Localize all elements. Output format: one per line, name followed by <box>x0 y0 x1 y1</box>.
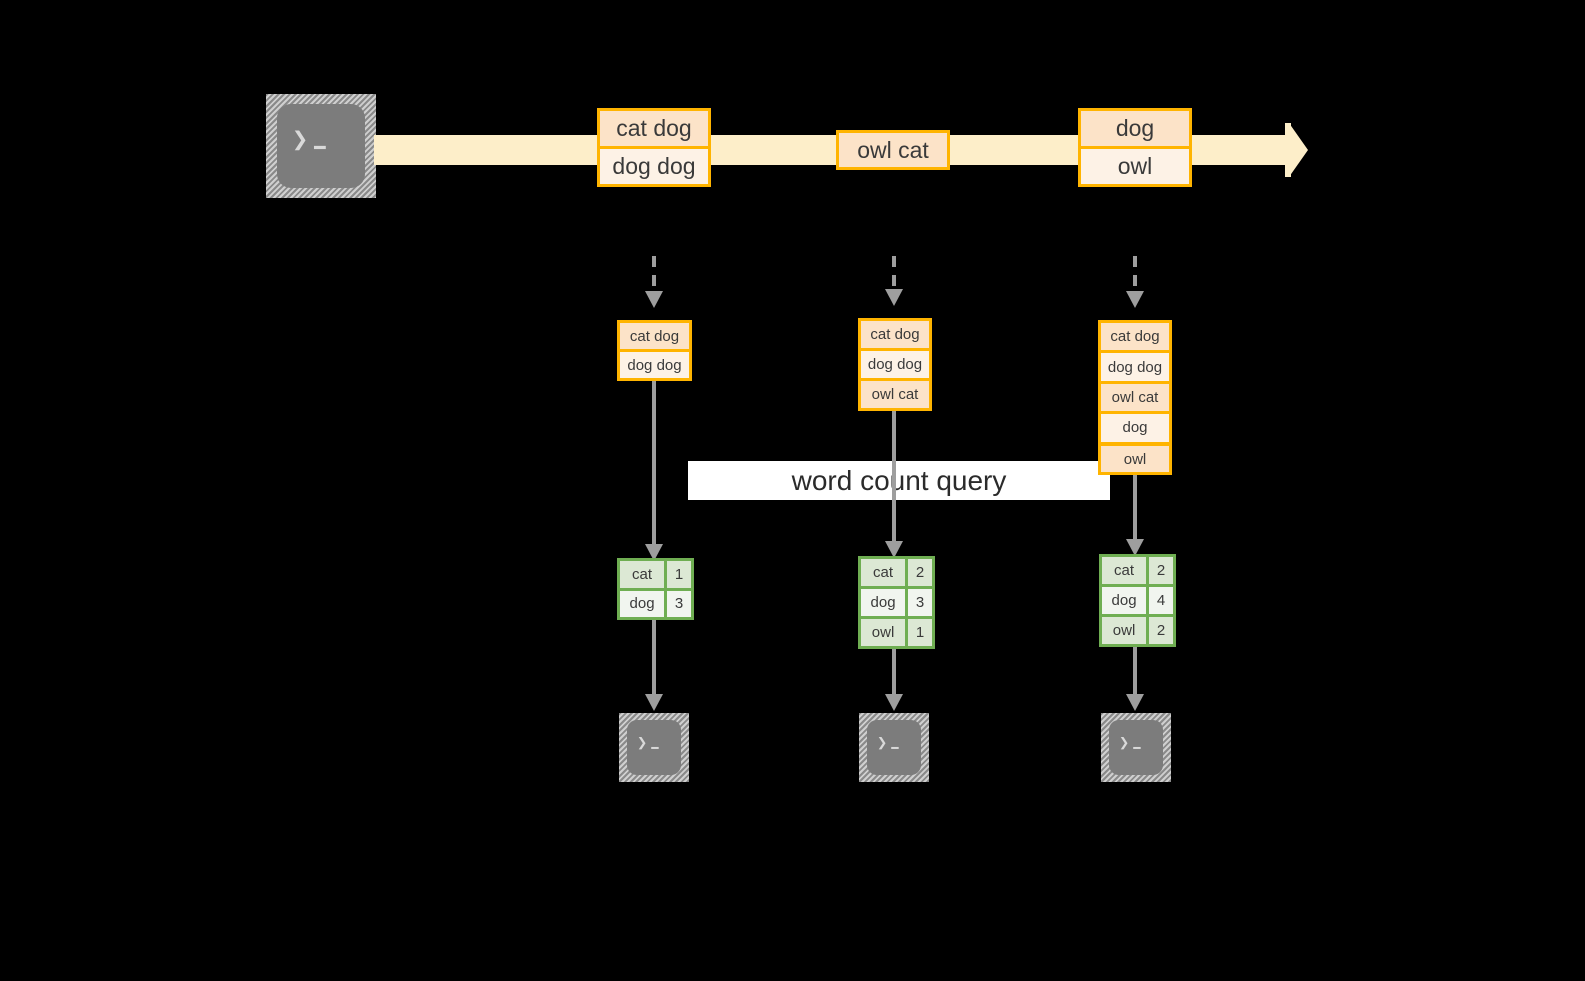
result-count-cell: 4 <box>1146 587 1173 614</box>
result-count-cell: 3 <box>664 590 691 617</box>
snapshot-3-trigger-arrowhead <box>1126 291 1144 308</box>
snapshot-2-sink-terminal-icon: ❯━ <box>859 713 929 782</box>
terminal-body <box>277 104 365 188</box>
result-word-cell: dog <box>861 589 906 616</box>
snapshot-input-cell: cat dog <box>861 321 929 348</box>
snapshot-3-query-line-overlay <box>1133 475 1137 503</box>
terminal-body <box>867 720 921 775</box>
query-label-band: word count query <box>688 461 1110 500</box>
result-count-cell: 1 <box>664 561 691 588</box>
stream-event-cell: owl <box>1081 146 1189 184</box>
result-word-cell: dog <box>620 590 665 617</box>
snapshot-2-sink-arrowhead <box>885 694 903 711</box>
table-row: owl 2 <box>1102 614 1173 644</box>
snapshot-2-sink-line <box>892 649 896 695</box>
terminal-body <box>1109 720 1163 775</box>
stream-group-3[interactable]: dog owl <box>1078 108 1192 187</box>
snapshot-3-result-table[interactable]: cat 2 dog 4 owl 2 <box>1099 554 1176 647</box>
result-word-cell: cat <box>861 559 906 586</box>
table-row: dog 4 <box>1102 584 1173 614</box>
result-word-cell: cat <box>620 561 665 588</box>
result-count-cell: 2 <box>905 559 932 586</box>
snapshot-1-query-line <box>652 381 656 545</box>
snapshot-3-query-arrowhead <box>1126 539 1144 556</box>
snapshot-3-trigger-line <box>1133 256 1137 292</box>
table-row: cat 1 <box>620 561 691 588</box>
snapshot-1-sink-terminal-icon: ❯━ <box>619 713 689 782</box>
table-row: dog 3 <box>620 587 691 617</box>
result-word-cell: dog <box>1102 587 1147 614</box>
result-count-cell: 2 <box>1146 617 1173 644</box>
table-row: dog 3 <box>861 586 932 616</box>
snapshot-1-sink-arrowhead <box>645 694 663 711</box>
snapshot-input-cell: cat dog <box>1101 323 1169 351</box>
stream-group-1[interactable]: cat dog dog dog <box>597 108 711 187</box>
snapshot-2-query-line-overlay <box>892 461 896 501</box>
snapshot-input-cell: dog dog <box>861 348 929 378</box>
source-terminal-icon: ❯━ <box>266 94 376 198</box>
snapshot-3-sink-line <box>1133 647 1137 695</box>
stream-event-cell: dog <box>1081 111 1189 146</box>
snapshot-2-input-table[interactable]: cat dog dog dog owl cat <box>858 318 932 411</box>
terminal-prompt-glyph: ❯━ <box>637 733 659 755</box>
terminal-body <box>627 720 681 775</box>
snapshot-1-input-table[interactable]: cat dog dog dog <box>617 320 692 381</box>
result-word-cell: owl <box>861 619 906 646</box>
result-count-cell: 2 <box>1146 557 1173 584</box>
snapshot-1-trigger-arrowhead <box>645 291 663 308</box>
snapshot-3-query-line <box>1133 475 1137 540</box>
result-count-cell: 3 <box>905 589 932 616</box>
stream-group-2[interactable]: owl cat <box>836 130 950 170</box>
event-stream-arrowhead <box>1289 123 1308 177</box>
result-word-cell: owl <box>1102 617 1147 644</box>
snapshot-1-trigger-line <box>652 256 656 292</box>
snapshot-input-cell: dog dog <box>620 349 689 378</box>
snapshot-2-trigger-line <box>892 256 896 290</box>
table-row: cat 2 <box>861 559 932 586</box>
snapshot-1-sink-line <box>652 620 656 695</box>
terminal-prompt-glyph: ❯━ <box>292 124 326 159</box>
snapshot-1-result-table[interactable]: cat 1 dog 3 <box>617 558 694 620</box>
snapshot-3-sink-arrowhead <box>1126 694 1144 711</box>
snapshot-2-query-arrowhead <box>885 541 903 558</box>
snapshot-input-cell: owl cat <box>1101 380 1169 412</box>
result-count-cell: 1 <box>905 619 932 646</box>
snapshot-3-sink-terminal-icon: ❯━ <box>1101 713 1171 782</box>
snapshot-input-cell: cat dog <box>620 323 689 349</box>
terminal-prompt-glyph: ❯━ <box>877 733 899 755</box>
snapshot-input-cell: owl cat <box>861 378 929 408</box>
stream-event-cell: owl cat <box>839 133 947 167</box>
snapshot-input-cell: dog dog <box>1101 350 1169 381</box>
result-word-cell: cat <box>1102 557 1147 584</box>
stream-event-cell: cat dog <box>600 111 708 146</box>
snapshot-1-query-arrowhead <box>645 544 663 561</box>
stream-event-cell: dog dog <box>600 146 708 184</box>
snapshot-3-input-table-overlay: owl <box>1098 443 1172 475</box>
terminal-prompt-glyph: ❯━ <box>1119 733 1141 755</box>
snapshot-input-cell: dog <box>1101 411 1169 442</box>
snapshot-input-cell: owl <box>1101 446 1169 472</box>
event-stream-arrow-shoulder <box>1285 123 1291 177</box>
table-row: owl 1 <box>861 616 932 646</box>
snapshot-2-result-table[interactable]: cat 2 dog 3 owl 1 <box>858 556 935 649</box>
table-row: cat 2 <box>1102 557 1173 584</box>
query-label-text: word count query <box>791 464 1007 496</box>
snapshot-2-trigger-arrowhead <box>885 289 903 306</box>
